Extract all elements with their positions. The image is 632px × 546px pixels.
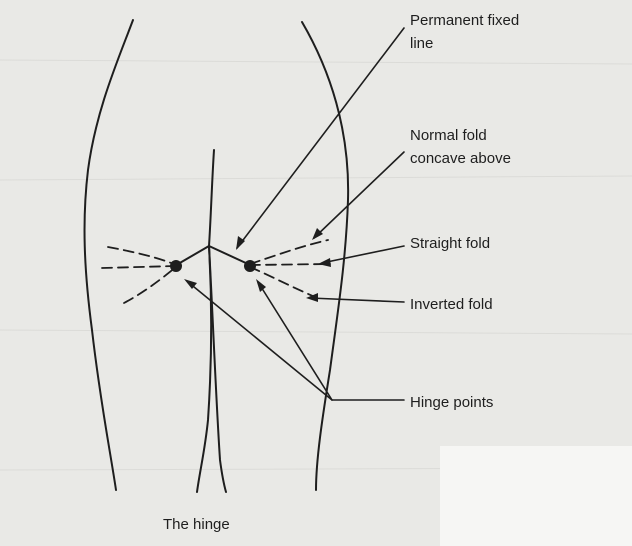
arrowhead-hinge-point-left	[184, 279, 197, 289]
arrowhead-permanent-fixed-line	[236, 236, 245, 250]
hinge-line-lower-a	[196, 245, 213, 493]
hinge-line-left	[177, 245, 210, 265]
arrowhead-straight-fold	[318, 258, 331, 267]
fold-left-normal	[107, 246, 177, 266]
fold-left-straight	[101, 265, 177, 269]
arrowhead-hinge-point-right	[256, 279, 266, 292]
fold-right-straight	[249, 263, 331, 266]
hinge-point-left	[170, 260, 182, 272]
leader-normal-fold	[313, 151, 405, 239]
label-permanent-fixed-line-1: Permanent fixed	[410, 12, 520, 29]
fold-right-normal	[249, 239, 329, 265]
leader-hinge-point-right	[257, 281, 333, 401]
leader-hinge-point-left	[187, 281, 333, 401]
hinge-line-lower-b	[208, 245, 227, 493]
hinge-line-right	[208, 245, 249, 265]
leader-permanent-fixed-line	[236, 27, 405, 249]
leg-outline-left	[83, 19, 134, 491]
leg-outline-right	[301, 21, 350, 491]
leader-inverted-fold	[309, 297, 405, 303]
label-normal-fold-2: concave above	[410, 150, 511, 167]
caption-the-hinge: The hinge	[163, 516, 230, 533]
label-straight-fold: Straight fold	[410, 235, 491, 252]
label-hinge-points: Hinge points	[410, 394, 494, 411]
corner-patch	[440, 446, 632, 546]
label-normal-fold-1: Normal fold	[410, 127, 487, 144]
hinge-line-upper	[208, 149, 215, 247]
leader-straight-fold	[321, 245, 405, 264]
label-permanent-fixed-line-2: line	[410, 35, 434, 52]
label-inverted-fold: Inverted fold	[410, 296, 493, 313]
hinge-point-right	[244, 260, 256, 272]
fold-left-inverted	[123, 266, 177, 304]
arrowhead-inverted-fold	[306, 293, 318, 302]
arrowhead-normal-fold	[312, 228, 323, 240]
